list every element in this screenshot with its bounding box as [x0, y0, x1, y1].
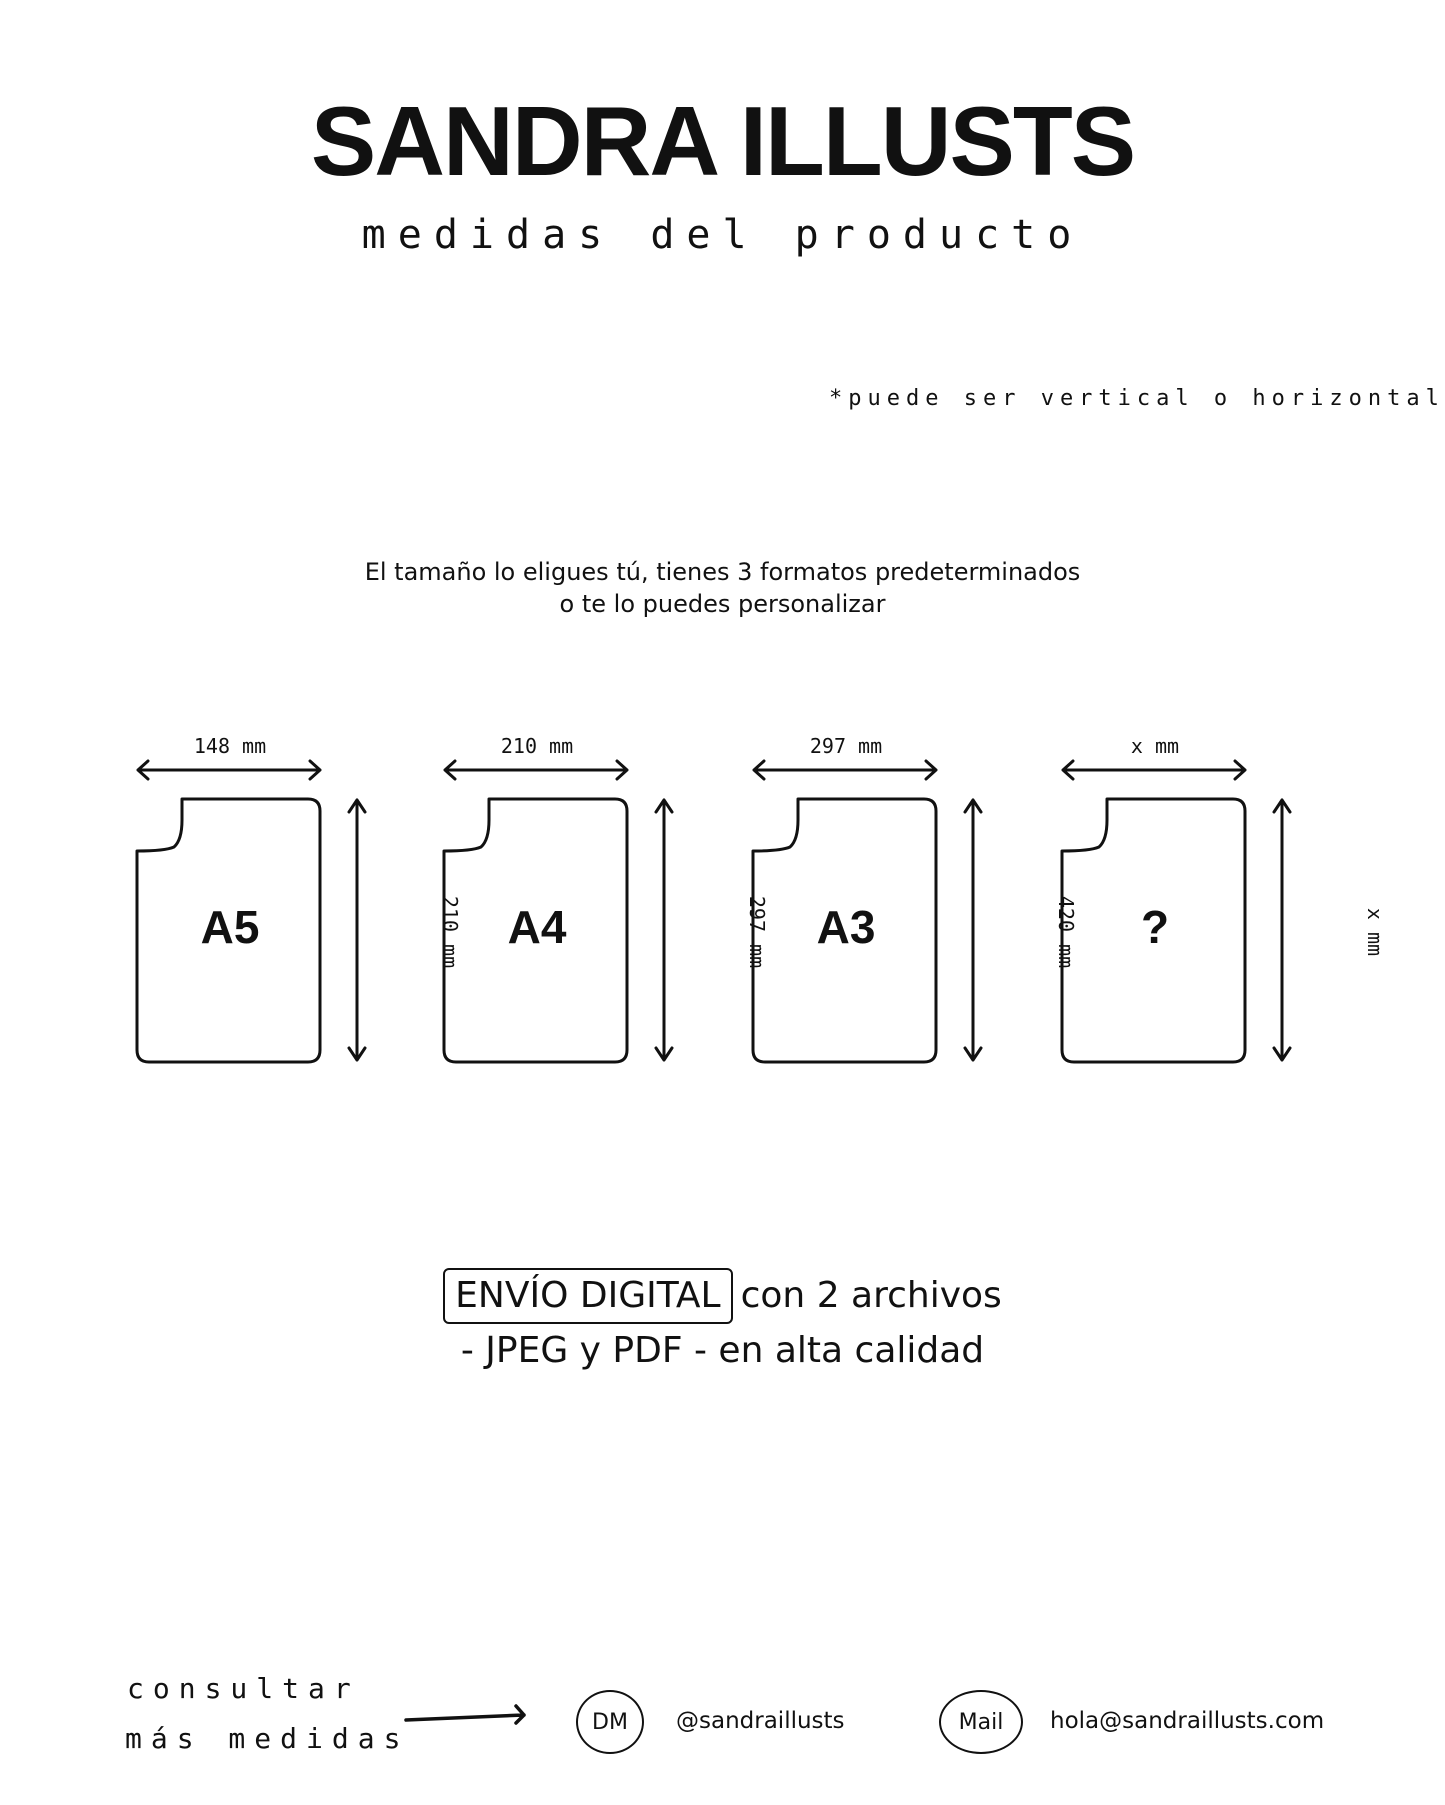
width-label: x mm [1130, 734, 1180, 758]
height-label: x mm [1363, 907, 1387, 957]
format-label: A3 [816, 901, 876, 953]
mail-circle-icon: Mail [939, 1690, 1023, 1754]
brand-title: SANDRA ILLUSTS [310, 86, 1136, 196]
format-card-a3: 297 mm A3 420 mm [746, 730, 1078, 1090]
delivery-line-2: - JPEG y PDF - en alta calidad [460, 1330, 985, 1371]
format-card-a5: 148 mm A5 210 mm [130, 730, 462, 1090]
page-subtitle: medidas del producto [361, 212, 1084, 258]
format-label: A5 [200, 901, 260, 953]
delivery-line-1: con 2 archivos [740, 1275, 1002, 1316]
consult-line-1: consultar [127, 1672, 360, 1705]
width-label: 297 mm [809, 734, 883, 758]
format-card-a4: 210 mm A4 297 mm [437, 730, 769, 1090]
intro-line-1: El tamaño lo eligues tú, tienes 3 format… [364, 558, 1081, 586]
sheet-diagram-icon [1060, 759, 1292, 1064]
sheet-diagram-icon [751, 759, 983, 1064]
instagram-handle[interactable]: @sandraillusts [676, 1708, 845, 1734]
intro-line-2: o te lo puedes personalizar [559, 590, 886, 618]
sheet-diagram-icon [442, 759, 674, 1064]
format-card-custom: x mm ? x mm [1055, 730, 1387, 1090]
orientation-note: *puede ser vertical o horizontal [829, 386, 1445, 411]
email-address[interactable]: hola@sandraillusts.com [1050, 1708, 1325, 1734]
consult-note: consultar más medidas [125, 1664, 410, 1764]
arrow-right-icon [404, 1704, 526, 1725]
width-label: 148 mm [193, 734, 267, 758]
intro-text: El tamaño lo eligues tú, tienes 3 format… [0, 556, 1445, 620]
width-label: 210 mm [500, 734, 574, 758]
delivery-badge: ENVÍO DIGITAL [443, 1268, 733, 1324]
format-label: A4 [507, 901, 567, 953]
sheet-diagram-icon [135, 759, 367, 1064]
format-label: ? [1140, 901, 1170, 953]
dm-circle-icon: DM [576, 1690, 644, 1754]
consult-line-2: más medidas [125, 1722, 410, 1755]
